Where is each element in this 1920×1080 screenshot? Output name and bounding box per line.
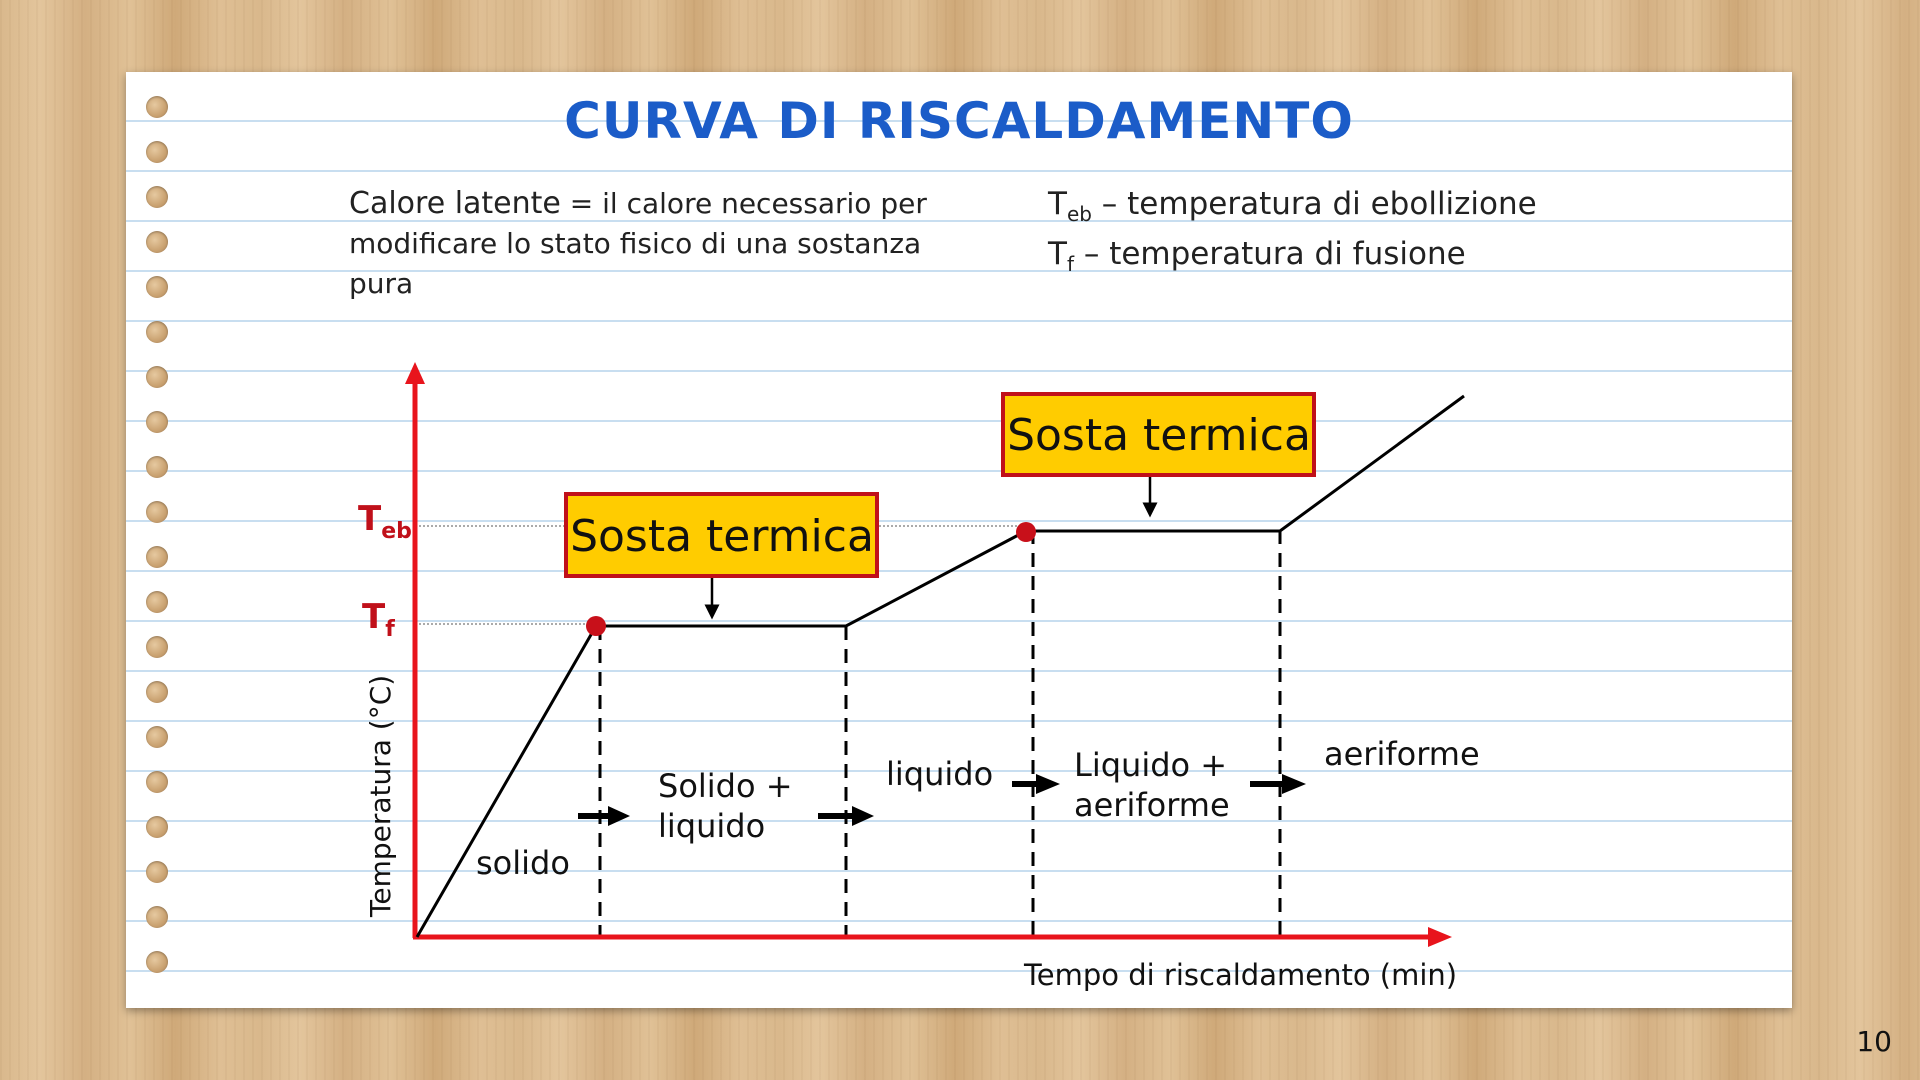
binder-hole xyxy=(146,906,168,928)
phase-label-solido: solido xyxy=(476,844,570,882)
binder-hole xyxy=(146,681,168,703)
symbol-legend: Teb – temperatura di ebollizione Tf – te… xyxy=(1048,184,1537,284)
thermal-pause-label: Sosta termica xyxy=(570,511,874,562)
teb-tick-label: Teb xyxy=(358,499,412,544)
binder-hole xyxy=(146,726,168,748)
binder-hole xyxy=(146,186,168,208)
binder-hole xyxy=(146,546,168,568)
binder-hole xyxy=(146,411,168,433)
binder-hole xyxy=(146,591,168,613)
tf-tick-label: Tf xyxy=(362,597,395,642)
thermal-pause-label: Sosta termica xyxy=(1007,410,1311,461)
binder-hole xyxy=(146,636,168,658)
thermal-pause-box xyxy=(564,492,879,578)
x-axis-arrow-icon xyxy=(1428,927,1452,947)
y-axis-arrow-icon xyxy=(405,362,425,384)
binder-hole xyxy=(146,501,168,523)
y-axis-label: Temperatura (°C) xyxy=(364,675,397,918)
binder-hole xyxy=(146,861,168,883)
binder-hole xyxy=(146,231,168,253)
notebook-paper: CURVA DI RISCALDAMENTO Calore latente = … xyxy=(126,72,1792,1008)
phase-label-aeriforme: aeriforme xyxy=(1324,735,1480,773)
definition-text: = il calore necessario per modificare lo… xyxy=(349,187,927,300)
binder-hole xyxy=(146,816,168,838)
phase-label-solido-liquido: Solido +liquido xyxy=(658,767,793,845)
binder-hole xyxy=(146,771,168,793)
right-arrow-icon xyxy=(1250,774,1306,794)
right-arrow-icon xyxy=(1012,774,1060,794)
legend-item-teb: Teb – temperatura di ebollizione xyxy=(1048,186,1537,227)
thermal-pause-box xyxy=(1001,392,1316,477)
phase-label-liquido-aeriforme: Liquido +aeriforme xyxy=(1074,746,1230,824)
melting-point-marker xyxy=(586,616,606,636)
binder-hole xyxy=(146,96,168,118)
page-title: CURVA DI RISCALDAMENTO xyxy=(564,92,1354,150)
binder-hole xyxy=(146,141,168,163)
right-arrow-icon xyxy=(578,806,630,826)
definition-term: Calore latente xyxy=(349,186,561,221)
x-axis-label: Tempo di riscaldamento (min) xyxy=(1023,958,1457,992)
binder-hole xyxy=(146,321,168,343)
page-number: 10 xyxy=(1856,1025,1892,1058)
phase-label-liquido: liquido xyxy=(886,755,993,793)
binder-hole xyxy=(146,951,168,973)
latent-heat-definition: Calore latente = il calore necessario pe… xyxy=(349,184,949,304)
binder-hole xyxy=(146,366,168,388)
heating-curve-line xyxy=(415,394,1465,938)
right-arrow-icon xyxy=(818,806,874,826)
boiling-point-marker xyxy=(1016,522,1036,542)
binder-hole xyxy=(146,456,168,478)
binder-hole xyxy=(146,276,168,298)
legend-item-tf: Tf – temperatura di fusione xyxy=(1048,236,1466,277)
